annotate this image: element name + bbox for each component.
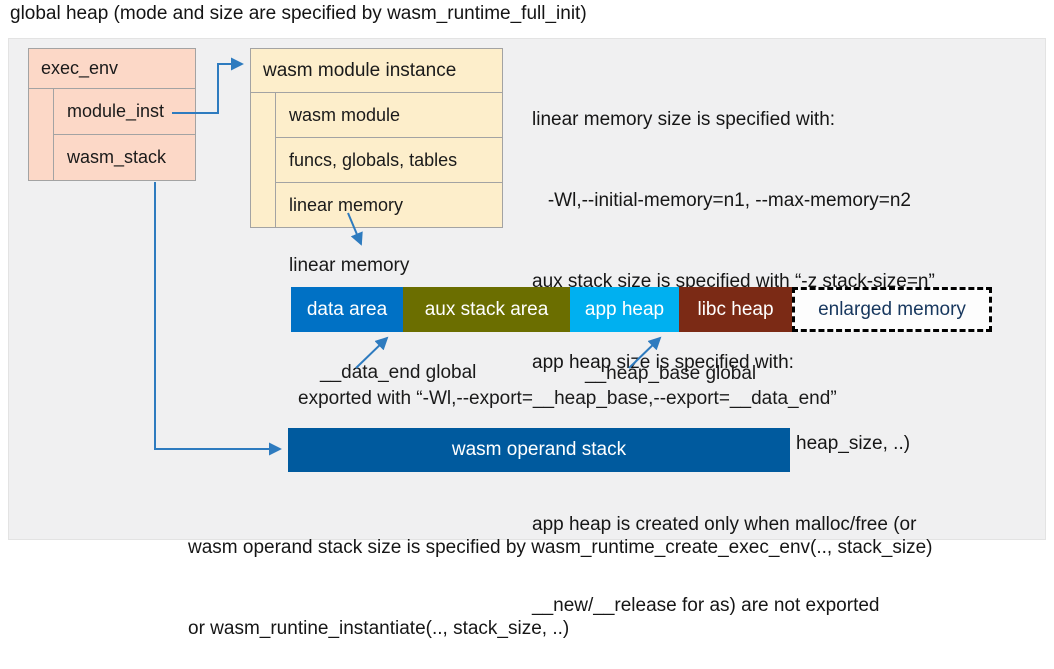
note-line: -Wl,--initial-memory=n1, --max-memory=n2: [532, 190, 911, 211]
wasm-module-instance-box: wasm module instance wasm module funcs, …: [250, 48, 503, 228]
segment-data-area: data area: [291, 287, 403, 332]
operand-stack-notes: wasm operand stack size is specified by …: [188, 480, 933, 669]
segment-enlarged-memory: enlarged memory: [792, 287, 992, 332]
segment-app-heap: app heap: [570, 287, 679, 332]
exec-env-indent: [29, 89, 54, 180]
wasm-module-instance-header: wasm module instance: [251, 49, 502, 93]
segment-aux-stack-area: aux stack area: [403, 287, 570, 332]
exported-with-label: exported with “-Wl,--export=__heap_base,…: [298, 388, 837, 409]
note-line: linear memory size is specified with:: [532, 109, 836, 130]
note-line: wasm operand stack size is specified by …: [188, 537, 933, 558]
note-line: app heap size is specified with:: [532, 352, 794, 373]
module-instance-row-wasm-module: wasm module: [276, 93, 502, 138]
wasm-module-instance-indent: [251, 93, 276, 227]
note-line: app heap is created only when malloc/fre…: [532, 514, 917, 535]
module-instance-row-linear-memory: linear memory: [289, 194, 404, 215]
exec-env-row-wasm-stack: wasm_stack: [67, 147, 167, 167]
note-line: aux stack size is specified with “-z sta…: [532, 271, 935, 292]
data-end-global-label: __data_end global: [320, 362, 477, 383]
heap-base-global-label: __heap_base global: [585, 363, 757, 384]
note-line: or wasm_runtine_instantiate(.., stack_si…: [188, 618, 570, 639]
module-instance-row-funcs-globals-tables: funcs, globals, tables: [276, 138, 502, 183]
linear-memory-label: linear memory: [289, 255, 410, 276]
exec-env-box: exec_env module_inst wasm_stack: [28, 48, 196, 181]
exec-env-row-module-inst: module_inst: [54, 89, 195, 135]
segment-libc-heap: libc heap: [679, 287, 792, 332]
diagram-title: global heap (mode and size are specified…: [10, 3, 587, 24]
wasm-operand-stack-bar: wasm operand stack: [288, 428, 790, 472]
exec-env-header: exec_env: [29, 49, 195, 89]
linear-memory-bar: data area aux stack area app heap libc h…: [291, 287, 992, 332]
